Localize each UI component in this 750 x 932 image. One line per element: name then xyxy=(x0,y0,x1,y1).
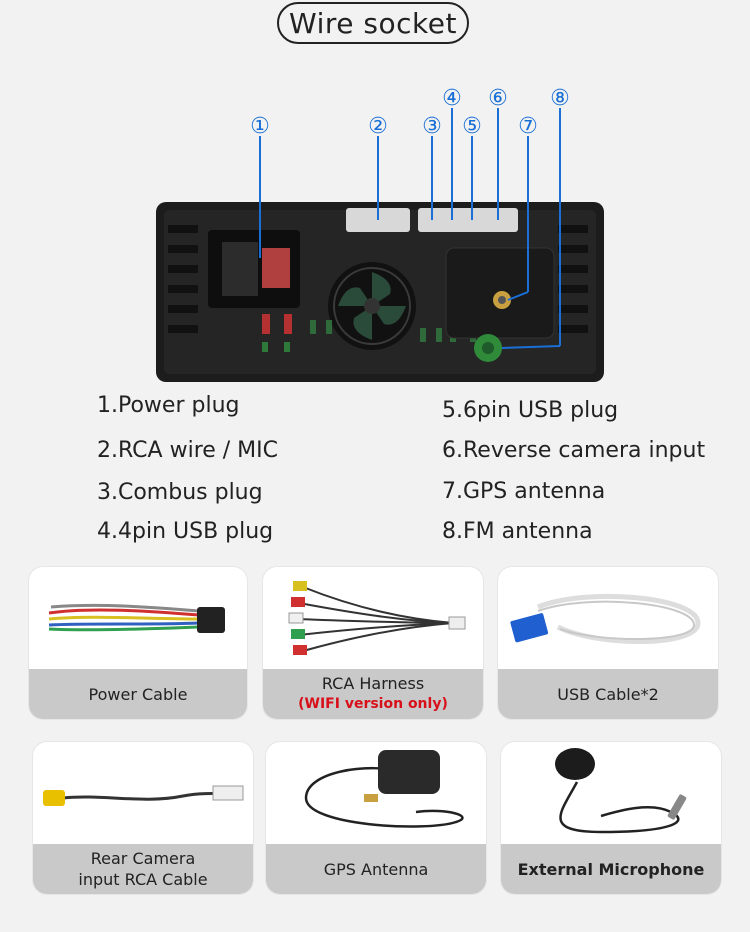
accessory-card-rca-harness: RCA Harness (WIFI version only) xyxy=(263,567,483,719)
marker-6: ⑥ xyxy=(488,86,508,111)
accessory-card-power-cable: Power Cable xyxy=(29,567,247,719)
marker-8: ⑧ xyxy=(550,86,570,111)
gps-antenna-image xyxy=(304,750,464,828)
external-microphone-image xyxy=(555,748,687,834)
rear-camera-label-line1: Rear Camera xyxy=(90,849,196,868)
rca-harness-image xyxy=(288,581,466,655)
gps-antenna-label: GPS Antenna xyxy=(323,859,429,879)
marker-4: ④ xyxy=(442,86,462,111)
usb-cable-image xyxy=(510,593,701,645)
accessory-card-usb-cable: USB Cable*2 xyxy=(498,567,718,719)
wire-socket-diagram: ① ② ③ ④ ⑤ ⑥ ⑦ ⑧ xyxy=(156,86,604,382)
legend-item-gps: 7.GPS antenna xyxy=(442,479,606,504)
external-microphone-label: External Microphone xyxy=(517,859,705,879)
legend-item-combus: 3.Combus plug xyxy=(97,480,263,505)
rear-camera-label-line2: input RCA Cable xyxy=(78,870,208,889)
marker-2: ② xyxy=(368,114,388,139)
marker-3: ③ xyxy=(422,114,442,139)
rca-harness-label: RCA Harness xyxy=(321,674,425,693)
usb-camera-connectors xyxy=(418,208,518,232)
marker-7: ⑦ xyxy=(518,114,538,139)
legend-item-fm: 8.FM antenna xyxy=(442,519,593,544)
accessory-card-gps-antenna: GPS Antenna xyxy=(266,742,486,894)
legend-item-6pin-usb: 5.6pin USB plug xyxy=(442,398,619,423)
page-title: Wire socket xyxy=(277,2,469,44)
legend-item-power-plug: 1.Power plug xyxy=(97,393,240,418)
marker-1: ① xyxy=(250,114,270,139)
usb-cable-label: USB Cable*2 xyxy=(557,684,659,704)
accessory-card-external-microphone: External Microphone xyxy=(501,742,721,894)
legend-item-4pin-usb: 4.4pin USB plug xyxy=(97,519,274,544)
legend-item-rca-mic: 2.RCA wire / MIC xyxy=(97,438,279,463)
marker-5: ⑤ xyxy=(462,114,482,139)
legend-item-reverse-camera: 6.Reverse camera input xyxy=(442,438,706,463)
rear-camera-cable-image xyxy=(43,785,244,806)
power-cable-label: Power Cable xyxy=(88,684,188,704)
accessory-card-rear-camera-cable: Rear Camera input RCA Cable xyxy=(33,742,253,894)
power-cable-image xyxy=(48,603,225,633)
rca-harness-note: (WIFI version only) xyxy=(298,696,448,712)
